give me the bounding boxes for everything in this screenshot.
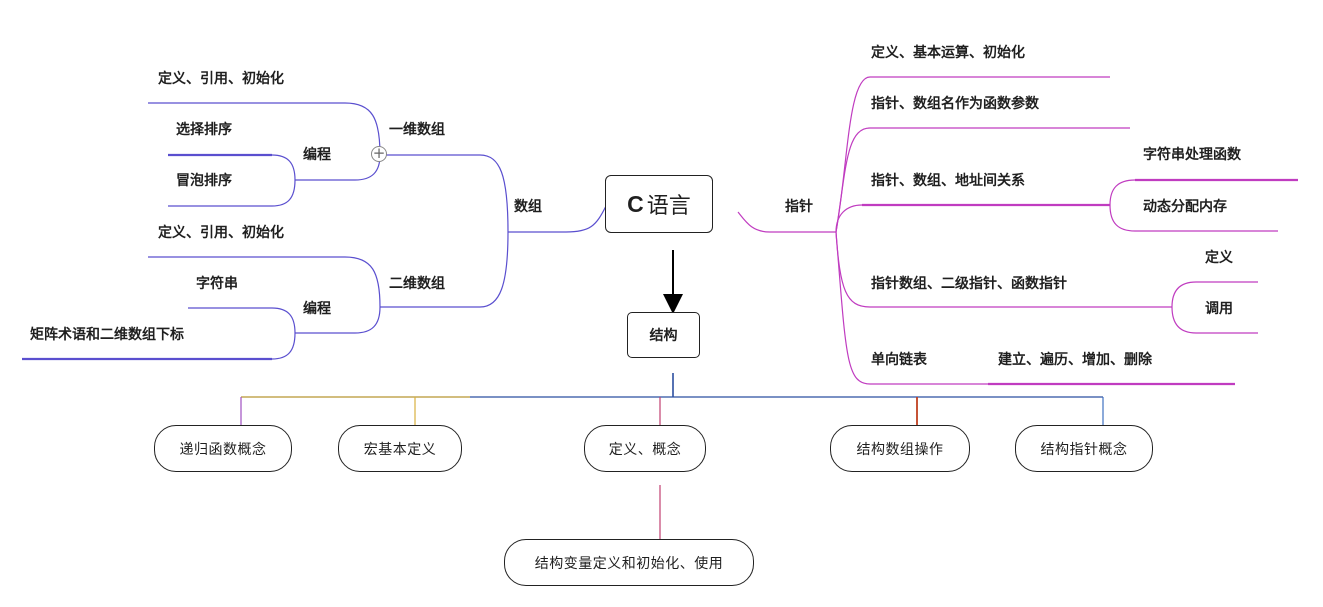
expand-collapse-icon[interactable]: + (371, 144, 387, 162)
selection-sort-topic[interactable]: 选择排序 (176, 122, 232, 138)
one-d-def-line (148, 102, 381, 156)
recursion-node[interactable]: 递归函数概念 (154, 425, 292, 472)
pointer-definition-topic[interactable]: 定义、基本运算、初始化 (871, 45, 1025, 61)
p3-line (835, 204, 1110, 233)
root-node-text: 语言 (646, 194, 691, 219)
p3a-line (1109, 179, 1298, 206)
macro-node[interactable]: 宏基本定义 (338, 425, 462, 472)
p4-line (835, 231, 1172, 308)
matrix-topic[interactable]: 矩阵术语和二维数组下标 (30, 327, 184, 343)
arrays-to-one-d-line (380, 154, 509, 233)
pointer-param-topic[interactable]: 指针、数组名作为函数参数 (871, 96, 1039, 112)
pointer-call-topic[interactable]: 调用 (1205, 301, 1233, 317)
selection-sort-line (168, 154, 296, 181)
bubble-sort-line (168, 179, 296, 207)
two-d-array-topic[interactable]: 二维数组 (389, 276, 445, 292)
root-node-letter: C (627, 190, 644, 217)
p4a-line (1171, 281, 1258, 308)
one-d-programming-topic[interactable]: 编程 (303, 147, 331, 163)
arrays-topic[interactable]: 数组 (514, 199, 542, 215)
arrays-to-two-d-line (380, 231, 509, 308)
struct-array-node[interactable]: 结构数组操作 (830, 425, 970, 472)
left-branch-lines (22, 102, 607, 360)
struct-pointer-node[interactable]: 结构指针概念 (1015, 425, 1153, 472)
one-d-array-topic[interactable]: 一维数组 (389, 122, 445, 138)
string-topic[interactable]: 字符串 (196, 276, 238, 292)
p2-line (835, 127, 1130, 233)
pointer-array-func-pointer-topic[interactable]: 指针数组、二级指针、函数指针 (871, 276, 1067, 292)
right-branch-lines (737, 76, 1298, 385)
def-concept-node[interactable]: 定义、概念 (584, 425, 706, 472)
pointer-array-address-topic[interactable]: 指针、数组、地址间关系 (871, 173, 1025, 189)
bottom-tree-lines (240, 373, 1104, 539)
pointers-topic[interactable]: 指针 (785, 199, 813, 215)
dynamic-memory-topic[interactable]: 动态分配内存 (1143, 199, 1227, 215)
two-d-definition-topic[interactable]: 定义、引用、初始化 (158, 225, 284, 241)
root-to-pointers-line (737, 211, 836, 233)
root-to-arrays-line (508, 205, 607, 233)
struct-node[interactable]: 结构 (627, 312, 700, 358)
two-d-def-line (148, 256, 381, 308)
bubble-sort-topic[interactable]: 冒泡排序 (176, 173, 232, 189)
p4b-line (1171, 306, 1258, 334)
linked-list-topic[interactable]: 单向链表 (871, 352, 927, 368)
string-functions-topic[interactable]: 字符串处理函数 (1143, 147, 1241, 163)
one-d-definition-topic[interactable]: 定义、引用、初始化 (158, 71, 284, 87)
two-d-prog-line (295, 306, 381, 334)
pointer-define-topic[interactable]: 定义 (1205, 250, 1233, 266)
two-d-programming-topic[interactable]: 编程 (303, 301, 331, 317)
p5-line (835, 231, 1235, 385)
linked-list-ops-topic[interactable]: 建立、遍历、增加、删除 (998, 352, 1152, 368)
string-line (188, 307, 296, 334)
struct-var-node[interactable]: 结构变量定义和初始化、使用 (504, 539, 754, 586)
p3b-line (1109, 204, 1278, 232)
matrix-line (22, 332, 296, 360)
